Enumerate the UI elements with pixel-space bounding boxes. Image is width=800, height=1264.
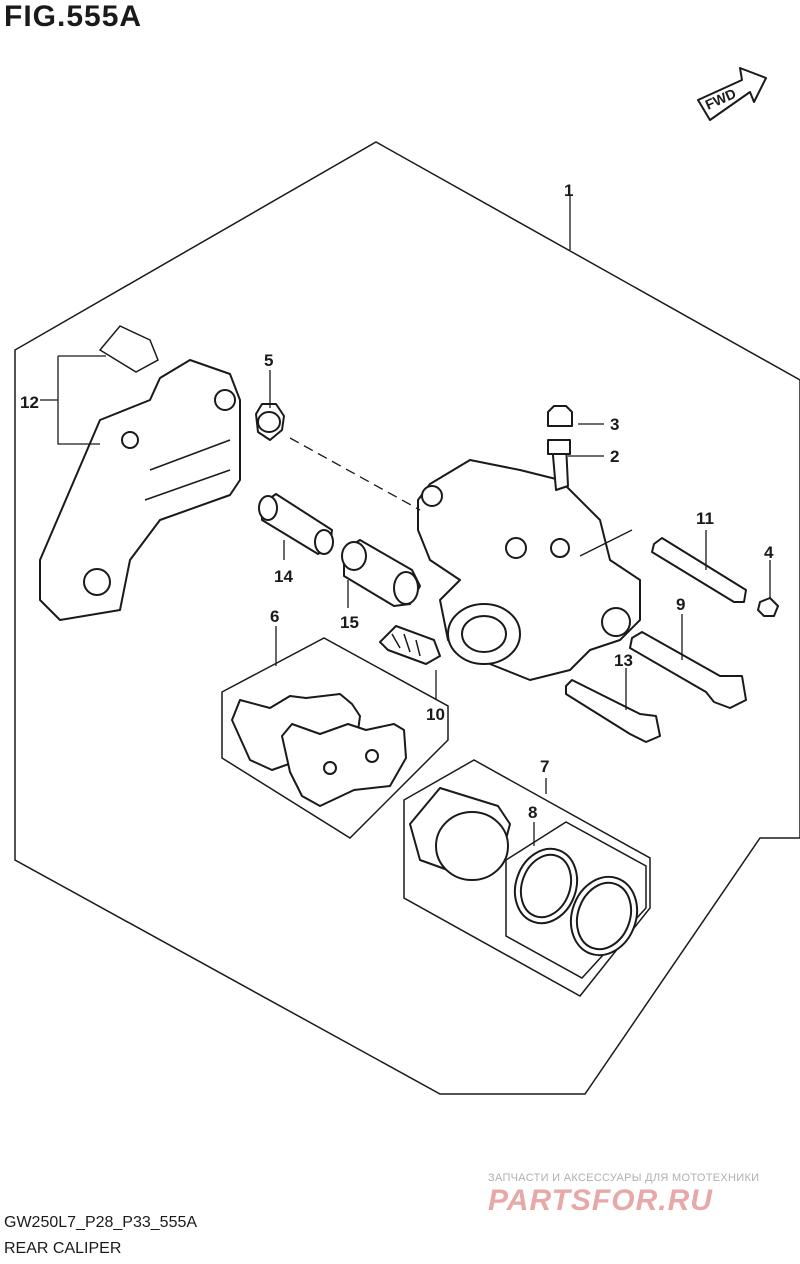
figure-description: REAR CALIPER xyxy=(4,1240,122,1257)
part-number-15: 15 xyxy=(340,613,359,632)
pin-bolt xyxy=(629,631,747,709)
bleeder-cap xyxy=(547,405,573,427)
caliper-bracket xyxy=(39,325,241,621)
brake-pad-set xyxy=(231,693,407,807)
leader-lines xyxy=(40,196,771,846)
caliper-body xyxy=(417,459,641,681)
part-number-1: 1 xyxy=(564,181,573,200)
piston-kit-outline xyxy=(403,759,651,997)
pin-boot xyxy=(341,539,421,607)
rubber-boot xyxy=(255,403,285,441)
part-number-10: 10 xyxy=(426,705,445,724)
piston xyxy=(409,787,511,881)
watermark-tagline: ЗАПЧАСТИ И АКСЕССУАРЫ ДЛЯ МОТОТЕХНИКИ xyxy=(488,1172,760,1184)
dust-seal xyxy=(569,875,639,957)
part-number-14: 14 xyxy=(274,567,293,586)
caliper-assembly-outline xyxy=(14,141,800,1095)
plug xyxy=(757,597,779,617)
mounting-bolt xyxy=(565,679,661,743)
part-number-5: 5 xyxy=(264,351,273,370)
part-numbers: 1 2 3 4 5 6 7 8 9 10 11 12 13 14 15 xyxy=(20,181,774,822)
fwd-arrow-icon: FWD xyxy=(697,67,767,121)
piston-seal xyxy=(513,847,579,925)
seal-kit-outline xyxy=(505,821,647,979)
part-number-3: 3 xyxy=(610,415,619,434)
pad-spring xyxy=(379,625,441,665)
part-number-13: 13 xyxy=(614,651,633,670)
part-number-6: 6 xyxy=(270,607,279,626)
part-number-8: 8 xyxy=(528,803,537,822)
part-number-7: 7 xyxy=(540,757,549,776)
figure-code: GW250L7_P28_P33_555A xyxy=(4,1214,198,1231)
part-number-9: 9 xyxy=(676,595,685,614)
part-number-12: 12 xyxy=(20,393,39,412)
bleeder-valve xyxy=(547,439,571,491)
part-number-4: 4 xyxy=(764,543,774,562)
figure-title: FIG.555A xyxy=(4,0,143,33)
guide-pin xyxy=(651,537,747,603)
watermark-logo: PARTSFOR.RU xyxy=(488,1184,713,1217)
sleeve xyxy=(258,493,334,555)
part-number-2: 2 xyxy=(610,447,619,466)
part-number-11: 11 xyxy=(696,509,714,528)
pad-kit-outline xyxy=(221,637,449,839)
